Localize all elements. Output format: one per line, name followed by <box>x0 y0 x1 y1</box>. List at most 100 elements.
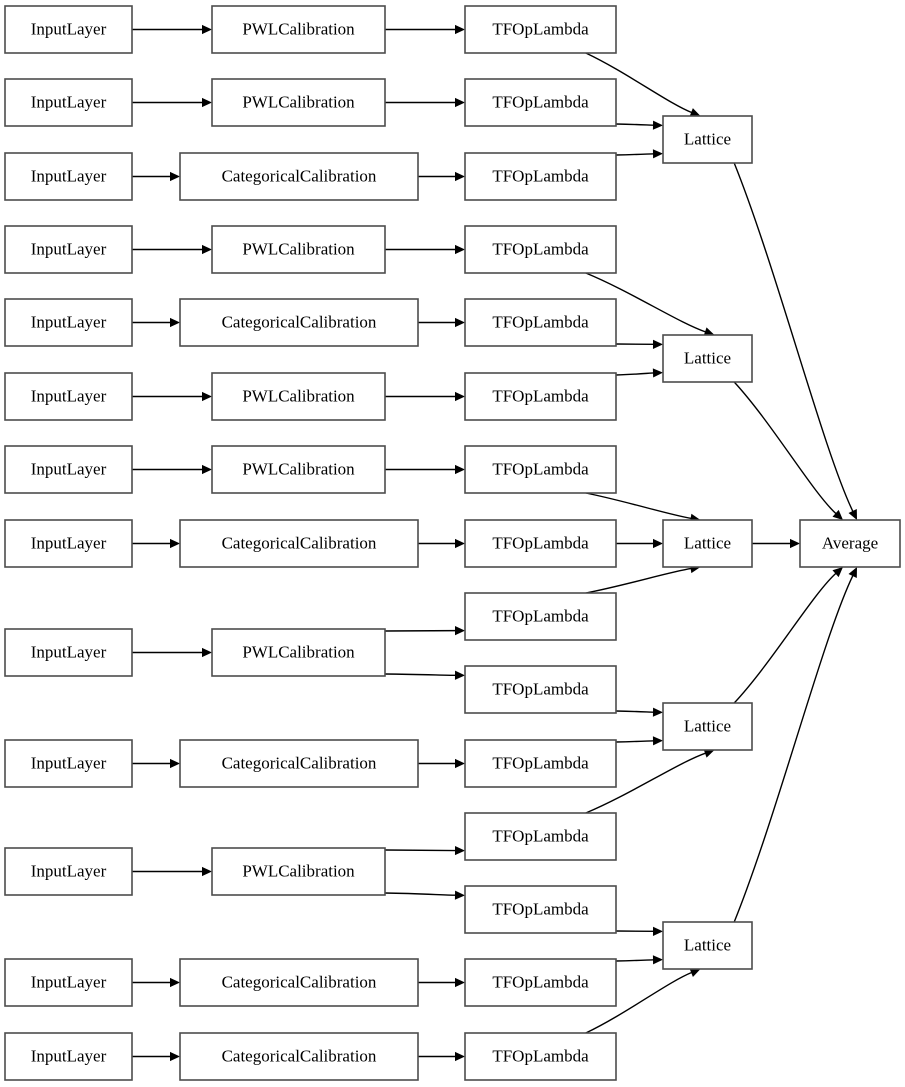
node-label: CategoricalCalibration <box>222 533 377 552</box>
node-lam12-tfop-lambda[interactable]: TFOpLambda <box>464 812 617 861</box>
node-box <box>662 702 753 751</box>
node-lam10-tfop-lambda[interactable]: TFOpLambda <box>464 665 617 714</box>
node-label: InputLayer <box>31 239 107 258</box>
node-box <box>464 592 617 641</box>
node-box <box>211 847 386 896</box>
arrow-head <box>652 368 663 378</box>
arrow-head <box>202 244 212 255</box>
node-box <box>464 298 617 347</box>
node-lam6-tfop-lambda[interactable]: TFOpLambda <box>464 372 617 421</box>
node-cal3-categorical-calibration[interactable]: CategoricalCalibration <box>179 152 419 201</box>
node-in3-input-layer[interactable]: InputLayer <box>4 152 133 201</box>
arrow-head <box>454 890 465 900</box>
node-layer: InputLayerInputLayerInputLayerInputLayer… <box>4 5 901 1081</box>
node-cal11-pwlcalibration[interactable]: PWLCalibration <box>211 847 386 896</box>
edge-lam6-to-lat2 <box>615 372 654 376</box>
node-label: TFOpLambda <box>492 1046 589 1065</box>
node-label: TFOpLambda <box>492 92 589 111</box>
node-lam2-tfop-lambda[interactable]: TFOpLambda <box>464 78 617 127</box>
node-label: Average <box>822 533 878 552</box>
node-lat5-lattice[interactable]: Lattice <box>662 921 753 970</box>
node-in10-input-layer[interactable]: InputLayer <box>4 739 133 788</box>
node-label: Lattice <box>684 533 731 552</box>
arrow-head <box>689 108 701 117</box>
node-lam11-tfop-lambda[interactable]: TFOpLambda <box>464 739 617 788</box>
node-in12-input-layer[interactable]: InputLayer <box>4 958 133 1007</box>
node-label: TFOpLambda <box>492 533 589 552</box>
node-in8-input-layer[interactable]: InputLayer <box>4 519 133 568</box>
node-box <box>4 298 133 347</box>
node-box <box>464 665 617 714</box>
node-box <box>464 445 617 494</box>
node-lam1-tfop-lambda[interactable]: TFOpLambda <box>464 5 617 54</box>
node-label: InputLayer <box>31 166 107 185</box>
node-lat3-lattice[interactable]: Lattice <box>662 519 753 568</box>
arrow-head <box>832 509 843 520</box>
node-cal4-pwlcalibration[interactable]: PWLCalibration <box>211 225 386 274</box>
node-in11-input-layer[interactable]: InputLayer <box>4 847 133 896</box>
edge-lam4-to-lat2 <box>585 272 707 333</box>
node-lam3-tfop-lambda[interactable]: TFOpLambda <box>464 152 617 201</box>
edge-lam7-to-lat3 <box>585 492 692 520</box>
node-lam4-tfop-lambda[interactable]: TFOpLambda <box>464 225 617 274</box>
arrow-head <box>652 120 663 130</box>
node-cal13-categorical-calibration[interactable]: CategoricalCalibration <box>179 1032 419 1081</box>
node-label: PWLCalibration <box>242 861 355 880</box>
node-lam5-tfop-lambda[interactable]: TFOpLambda <box>464 298 617 347</box>
node-lat1-lattice[interactable]: Lattice <box>662 115 753 164</box>
node-lat2-lattice[interactable]: Lattice <box>662 334 753 383</box>
node-cal5-categorical-calibration[interactable]: CategoricalCalibration <box>179 298 419 347</box>
arrow-head <box>652 707 663 717</box>
node-avg-average[interactable]: Average <box>799 519 901 568</box>
node-label: TFOpLambda <box>492 19 589 38</box>
arrow-head <box>652 926 663 936</box>
node-box <box>464 372 617 421</box>
node-cal2-pwlcalibration[interactable]: PWLCalibration <box>211 78 386 127</box>
arrow-head <box>653 538 663 549</box>
node-in9-input-layer[interactable]: InputLayer <box>4 628 133 677</box>
node-label: InputLayer <box>31 312 107 331</box>
arrow-head <box>652 149 663 159</box>
arrow-head <box>689 968 701 977</box>
node-box <box>4 372 133 421</box>
node-box <box>4 78 133 127</box>
node-cal1-pwlcalibration[interactable]: PWLCalibration <box>211 5 386 54</box>
node-in7-input-layer[interactable]: InputLayer <box>4 445 133 494</box>
node-box <box>179 1032 419 1081</box>
node-box <box>4 519 133 568</box>
node-cal10-categorical-calibration[interactable]: CategoricalCalibration <box>179 739 419 788</box>
node-label: InputLayer <box>31 1046 107 1065</box>
node-box <box>4 152 133 201</box>
node-in4-input-layer[interactable]: InputLayer <box>4 225 133 274</box>
node-label: TFOpLambda <box>492 972 589 991</box>
node-label: TFOpLambda <box>492 679 589 698</box>
node-lam9-tfop-lambda[interactable]: TFOpLambda <box>464 592 617 641</box>
node-lam7-tfop-lambda[interactable]: TFOpLambda <box>464 445 617 494</box>
node-in2-input-layer[interactable]: InputLayer <box>4 78 133 127</box>
arrow-head <box>170 171 180 182</box>
node-in13-input-layer[interactable]: InputLayer <box>4 1032 133 1081</box>
node-box <box>211 78 386 127</box>
node-box <box>211 628 386 677</box>
arrow-head <box>703 748 715 758</box>
node-cal9-pwlcalibration[interactable]: PWLCalibration <box>211 628 386 677</box>
node-box <box>464 1032 617 1081</box>
node-cal7-pwlcalibration[interactable]: PWLCalibration <box>211 445 386 494</box>
arrow-head <box>455 758 465 769</box>
node-in5-input-layer[interactable]: InputLayer <box>4 298 133 347</box>
node-lam8-tfop-lambda[interactable]: TFOpLambda <box>464 519 617 568</box>
arrow-head <box>170 977 180 988</box>
node-lam13-tfop-lambda[interactable]: TFOpLambda <box>464 885 617 934</box>
node-lam15-tfop-lambda[interactable]: TFOpLambda <box>464 1032 617 1081</box>
node-in6-input-layer[interactable]: InputLayer <box>4 372 133 421</box>
node-label: CategoricalCalibration <box>222 312 377 331</box>
arrow-head <box>455 97 465 108</box>
node-cal12-categorical-calibration[interactable]: CategoricalCalibration <box>179 958 419 1007</box>
node-in1-input-layer[interactable]: InputLayer <box>4 5 133 54</box>
node-box <box>4 445 133 494</box>
node-lam14-tfop-lambda[interactable]: TFOpLambda <box>464 958 617 1007</box>
node-cal8-categorical-calibration[interactable]: CategoricalCalibration <box>179 519 419 568</box>
node-cal6-pwlcalibration[interactable]: PWLCalibration <box>211 372 386 421</box>
arrow-head <box>170 538 180 549</box>
node-lat4-lattice[interactable]: Lattice <box>662 702 753 751</box>
